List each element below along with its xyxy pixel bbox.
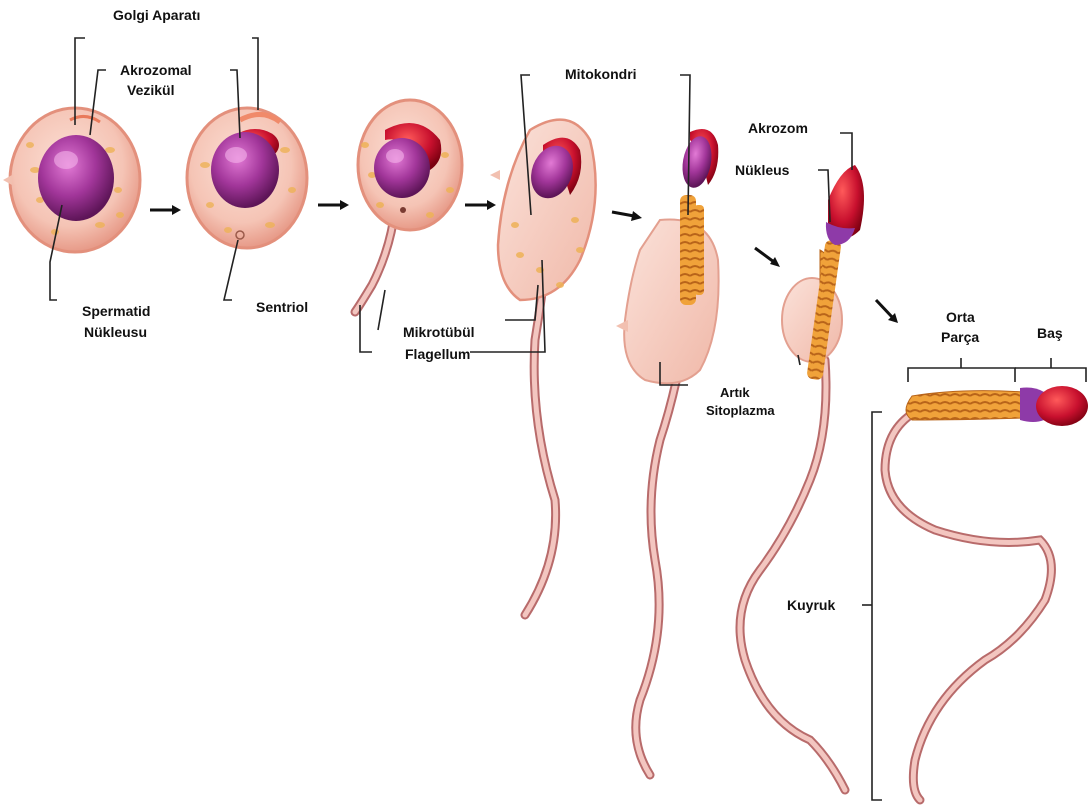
stage-4-spermatid xyxy=(490,120,596,615)
label-residual-cytoplasm-line2: Sitoplazma xyxy=(706,403,775,418)
stage-3-spermatid xyxy=(355,100,462,312)
stage-7-mature-sperm xyxy=(885,386,1088,800)
stage-5-spermatid xyxy=(616,129,719,775)
label-flagellum: Flagellum xyxy=(405,346,470,362)
label-acrosomal-vesicle-line1: Akrozomal xyxy=(120,62,192,78)
stage-2-spermatid xyxy=(187,108,307,248)
label-golgi: Golgi Aparatı xyxy=(113,7,200,23)
label-spermatid-nucleus-line2: Nükleusu xyxy=(84,324,147,340)
label-acrosomal-vesicle-line2: Vezikül xyxy=(127,82,174,98)
label-spermatid-nucleus-line1: Spermatid xyxy=(82,303,150,319)
label-midpiece-line2: Parça xyxy=(941,329,979,345)
label-midpiece-line1: Orta xyxy=(946,309,975,325)
label-nucleus: Nükleus xyxy=(735,162,790,178)
arrow-6-icon xyxy=(876,300,893,318)
label-mitochondria: Mitokondri xyxy=(565,66,637,82)
stage-6-spermatid xyxy=(740,165,864,790)
label-head: Baş xyxy=(1037,325,1063,341)
label-centriole: Sentriol xyxy=(256,299,308,315)
stage-1-spermatid xyxy=(3,108,140,252)
arrow-5-icon xyxy=(755,248,774,262)
label-residual-cytoplasm-line1: Artık xyxy=(720,385,750,400)
label-microtubule: Mikrotübül xyxy=(403,324,475,340)
arrow-4-icon xyxy=(612,212,634,216)
label-tail: Kuyruk xyxy=(787,597,835,613)
label-acrosome: Akrozom xyxy=(748,120,808,136)
